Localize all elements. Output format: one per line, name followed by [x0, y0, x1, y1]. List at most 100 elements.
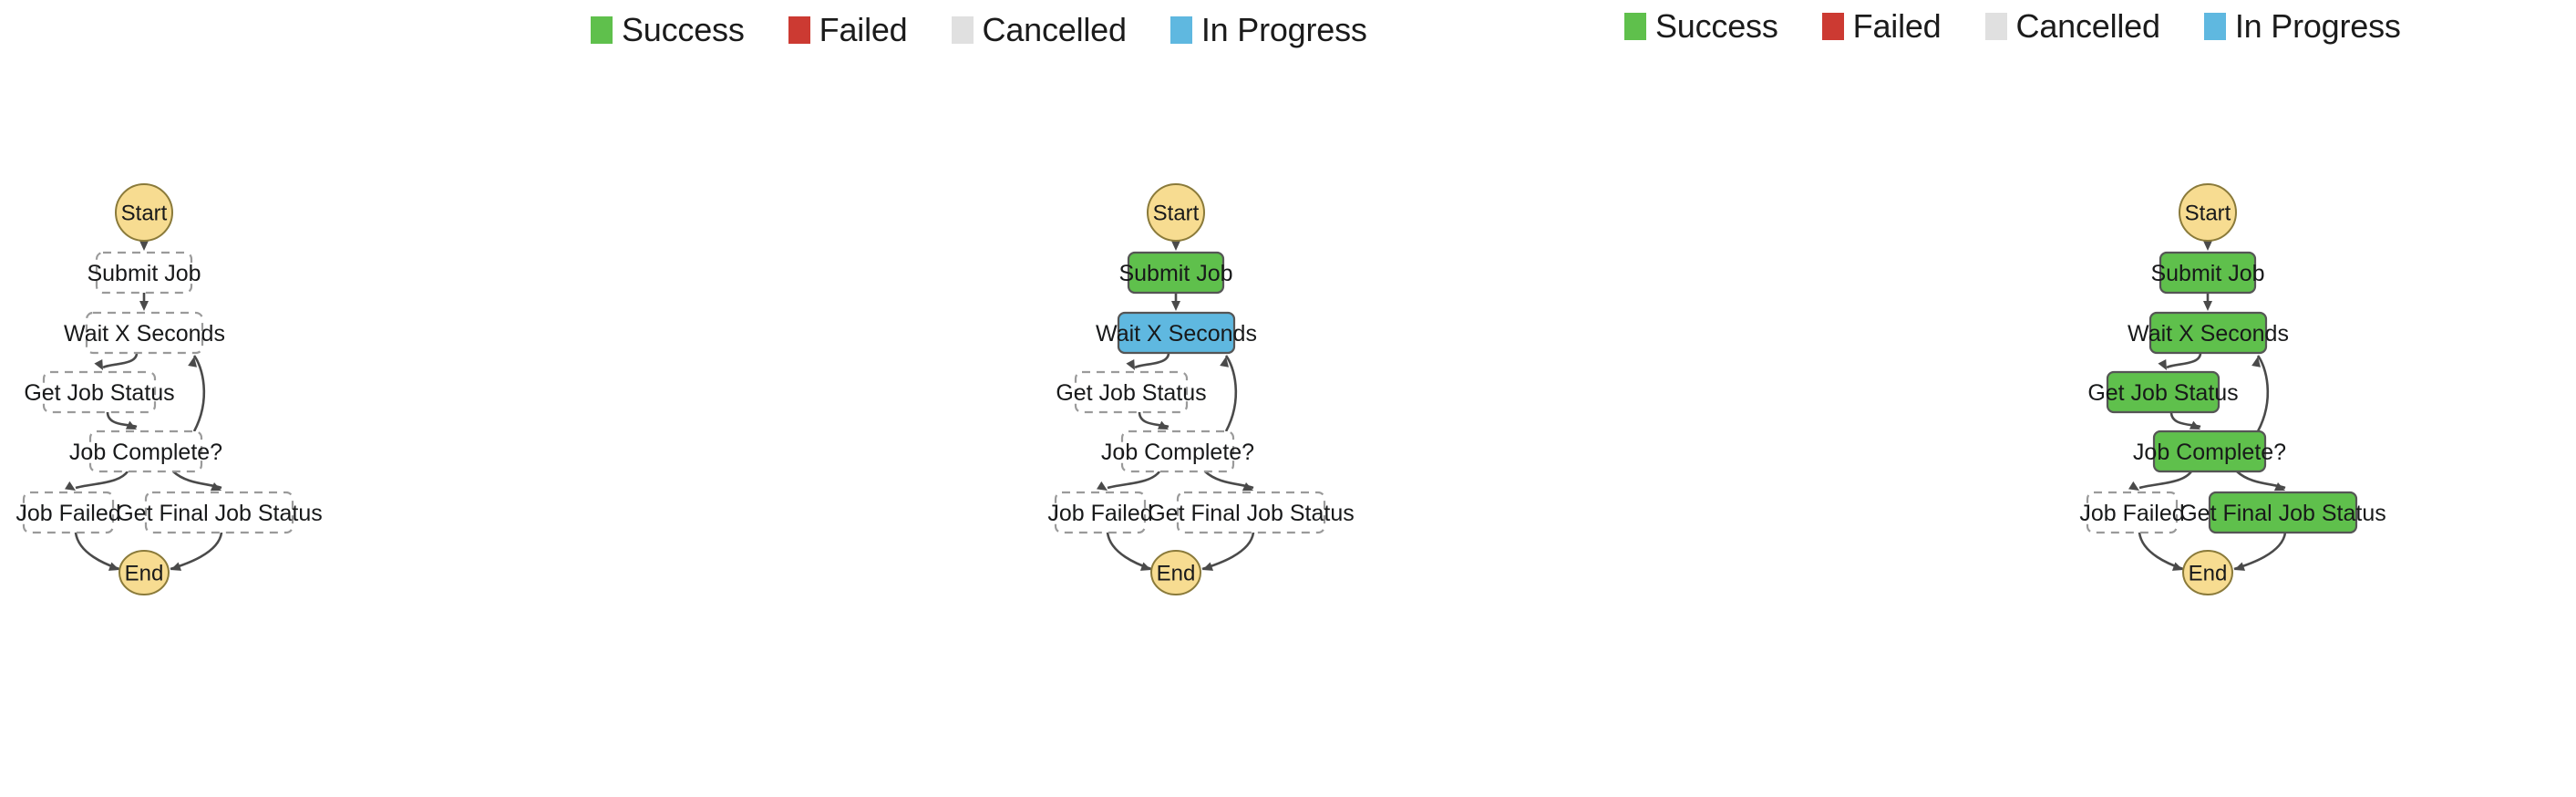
node-shape[interactable]	[2086, 491, 2179, 534]
legend-item-cancelled[interactable]: Cancelled	[951, 11, 1128, 49]
node-label: Job Complete?	[1101, 440, 1254, 465]
arrowhead-icon	[1171, 241, 1180, 251]
node-shape[interactable]	[1127, 251, 1225, 295]
node-final[interactable]: Get Final Job Status	[1148, 491, 1355, 534]
node-label: Get Job Status	[24, 380, 174, 406]
edge-layer	[2128, 241, 2287, 571]
node-shape[interactable]	[88, 430, 203, 473]
legend-item-label: Success	[622, 11, 745, 48]
node-submit[interactable]: Submit Job	[1118, 251, 1233, 295]
node-failed[interactable]: Job Failed	[1047, 491, 1153, 534]
node-label: Start	[121, 202, 168, 226]
arrowhead-icon	[2203, 301, 2212, 311]
node-shape[interactable]	[115, 183, 173, 242]
node-end[interactable]: End	[118, 550, 170, 595]
node-end[interactable]: End	[2182, 550, 2233, 595]
node-end[interactable]: End	[1150, 550, 1201, 595]
edge-wait-to-getstatus	[2166, 352, 2202, 369]
node-wait[interactable]: Wait X Seconds	[1096, 311, 1257, 355]
node-complete[interactable]: Job Complete?	[2133, 430, 2286, 473]
node-label: Get Final Job Status	[1148, 501, 1355, 526]
legend-item-label: Cancelled	[982, 11, 1128, 48]
status-swatch-icon	[1821, 13, 1844, 40]
status-swatch-icon	[1624, 13, 1646, 40]
legend-item-in-progress[interactable]: In Progress	[1170, 11, 1367, 49]
node-shape[interactable]	[2182, 550, 2233, 595]
edge-wait-to-getstatus	[1134, 352, 1170, 369]
node-label: Get Job Status	[2087, 380, 2238, 406]
legend-item-label: Success	[1655, 7, 1778, 45]
arrowhead-icon	[1097, 481, 1108, 491]
node-getstatus[interactable]: Get Job Status	[24, 370, 175, 414]
status-swatch-icon	[788, 16, 810, 44]
edge-getstatus-to-complete	[2169, 411, 2201, 429]
status-swatch-icon	[1170, 16, 1192, 44]
node-submit[interactable]: Submit Job	[2150, 251, 2265, 295]
node-getstatus[interactable]: Get Job Status	[1056, 370, 1207, 414]
node-shape[interactable]	[1074, 370, 1189, 414]
node-label: Submit Job	[1118, 261, 1232, 286]
node-shape[interactable]	[2208, 491, 2358, 534]
edge-layer	[65, 241, 223, 571]
node-failed[interactable]: Job Failed	[2079, 491, 2185, 534]
legend-item-success[interactable]: Success	[1624, 7, 1778, 46]
legend-item-label: Failed	[819, 11, 908, 48]
edge-complete-to-failed	[1107, 471, 1161, 490]
legend-item-cancelled[interactable]: Cancelled	[1984, 7, 2160, 46]
node-start[interactable]: Start	[115, 183, 173, 242]
node-shape[interactable]	[22, 491, 115, 534]
node-shape[interactable]	[1176, 491, 1326, 534]
legend-item-success[interactable]: Success	[591, 11, 745, 49]
node-shape[interactable]	[2148, 311, 2268, 355]
node-shape[interactable]	[2106, 370, 2221, 414]
node-label: Job Complete?	[2133, 440, 2286, 465]
node-shape[interactable]	[144, 491, 294, 534]
node-shape[interactable]	[2179, 183, 2237, 242]
node-shape[interactable]	[1150, 550, 1201, 595]
node-shape[interactable]	[2152, 430, 2267, 473]
edge-layer	[1097, 241, 1255, 571]
node-submit[interactable]: Submit Job	[87, 251, 201, 295]
node-complete[interactable]: Job Complete?	[1101, 430, 1254, 473]
arrowhead-icon	[139, 241, 149, 251]
node-shape[interactable]	[1147, 183, 1205, 242]
arrowhead-icon	[139, 301, 149, 311]
node-getstatus[interactable]: Get Job Status	[2087, 370, 2239, 414]
node-failed[interactable]: Job Failed	[15, 491, 121, 534]
node-label: Submit Job	[87, 261, 201, 286]
node-shape[interactable]	[42, 370, 157, 414]
node-wait[interactable]: Wait X Seconds	[2128, 311, 2289, 355]
legend-item-failed[interactable]: Failed	[1821, 7, 1942, 46]
node-shape[interactable]	[1117, 311, 1236, 355]
arrowhead-icon	[2171, 562, 2183, 571]
node-label: Get Final Job Status	[116, 501, 323, 526]
arrowhead-icon	[94, 358, 103, 370]
arrowhead-icon	[1157, 420, 1169, 430]
node-final[interactable]: Get Final Job Status	[2179, 491, 2386, 534]
legend-item-in-progress[interactable]: In Progress	[2203, 7, 2401, 46]
node-wait[interactable]: Wait X Seconds	[64, 311, 225, 355]
arrowhead-icon	[2189, 420, 2200, 430]
node-shape[interactable]	[1054, 491, 1147, 534]
node-shape[interactable]	[95, 251, 193, 295]
node-shape[interactable]	[2159, 251, 2257, 295]
node-label: Get Job Status	[1056, 380, 1206, 406]
node-label: Wait X Seconds	[1096, 321, 1257, 347]
node-shape[interactable]	[1120, 430, 1235, 473]
node-shape[interactable]	[118, 550, 170, 595]
status-swatch-icon	[2203, 13, 2226, 40]
arrowhead-icon	[2234, 562, 2246, 571]
arrowhead-icon	[65, 481, 76, 491]
node-shape[interactable]	[85, 311, 204, 355]
node-final[interactable]: Get Final Job Status	[116, 491, 323, 534]
node-complete[interactable]: Job Complete?	[69, 430, 222, 473]
node-label: Start	[1153, 202, 1200, 226]
node-start[interactable]: Start	[1147, 183, 1205, 242]
node-start[interactable]: Start	[2179, 183, 2237, 242]
legend-item-failed[interactable]: Failed	[788, 11, 908, 49]
legend-item-label: In Progress	[2234, 7, 2401, 45]
